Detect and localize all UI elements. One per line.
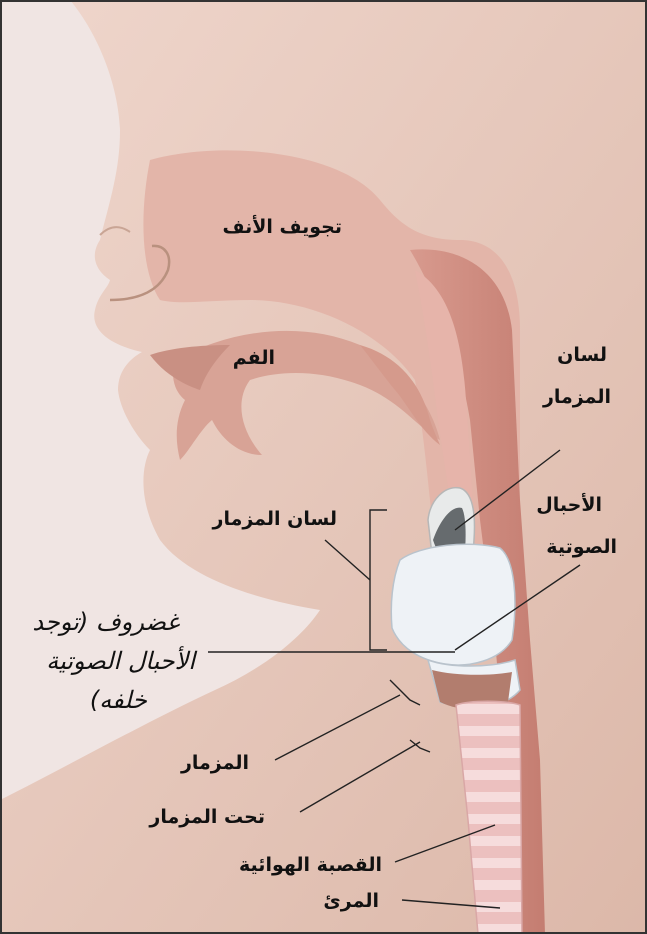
label-thyroid-cartilage-line2: الأحبال الصوتية: [46, 643, 195, 679]
label-mouth: الفم: [233, 343, 275, 373]
label-vocal-cords-line1: الأحبال: [536, 490, 602, 520]
label-epiglottis-right-line2: المزمار: [543, 382, 611, 412]
label-esophagus: المرئ: [323, 886, 379, 916]
label-trachea: القصبة الهوائية: [239, 850, 382, 880]
label-vocal-cords-line2: الصوتية: [546, 532, 617, 562]
label-thyroid-cartilage-line1: غضروف (توجد: [32, 604, 179, 640]
label-epiglottis-left: لسان المزمار: [213, 504, 337, 534]
label-subglottis: تحت المزمار: [149, 802, 265, 832]
label-glottis: المزمار: [181, 748, 249, 778]
label-thyroid-cartilage-line3: خلفه): [90, 682, 147, 718]
label-nasal-cavity: تجويف الأنف: [222, 212, 342, 242]
label-epiglottis-right-line1: لسان: [557, 340, 607, 370]
thyroid-cartilage-shape: [391, 544, 515, 665]
